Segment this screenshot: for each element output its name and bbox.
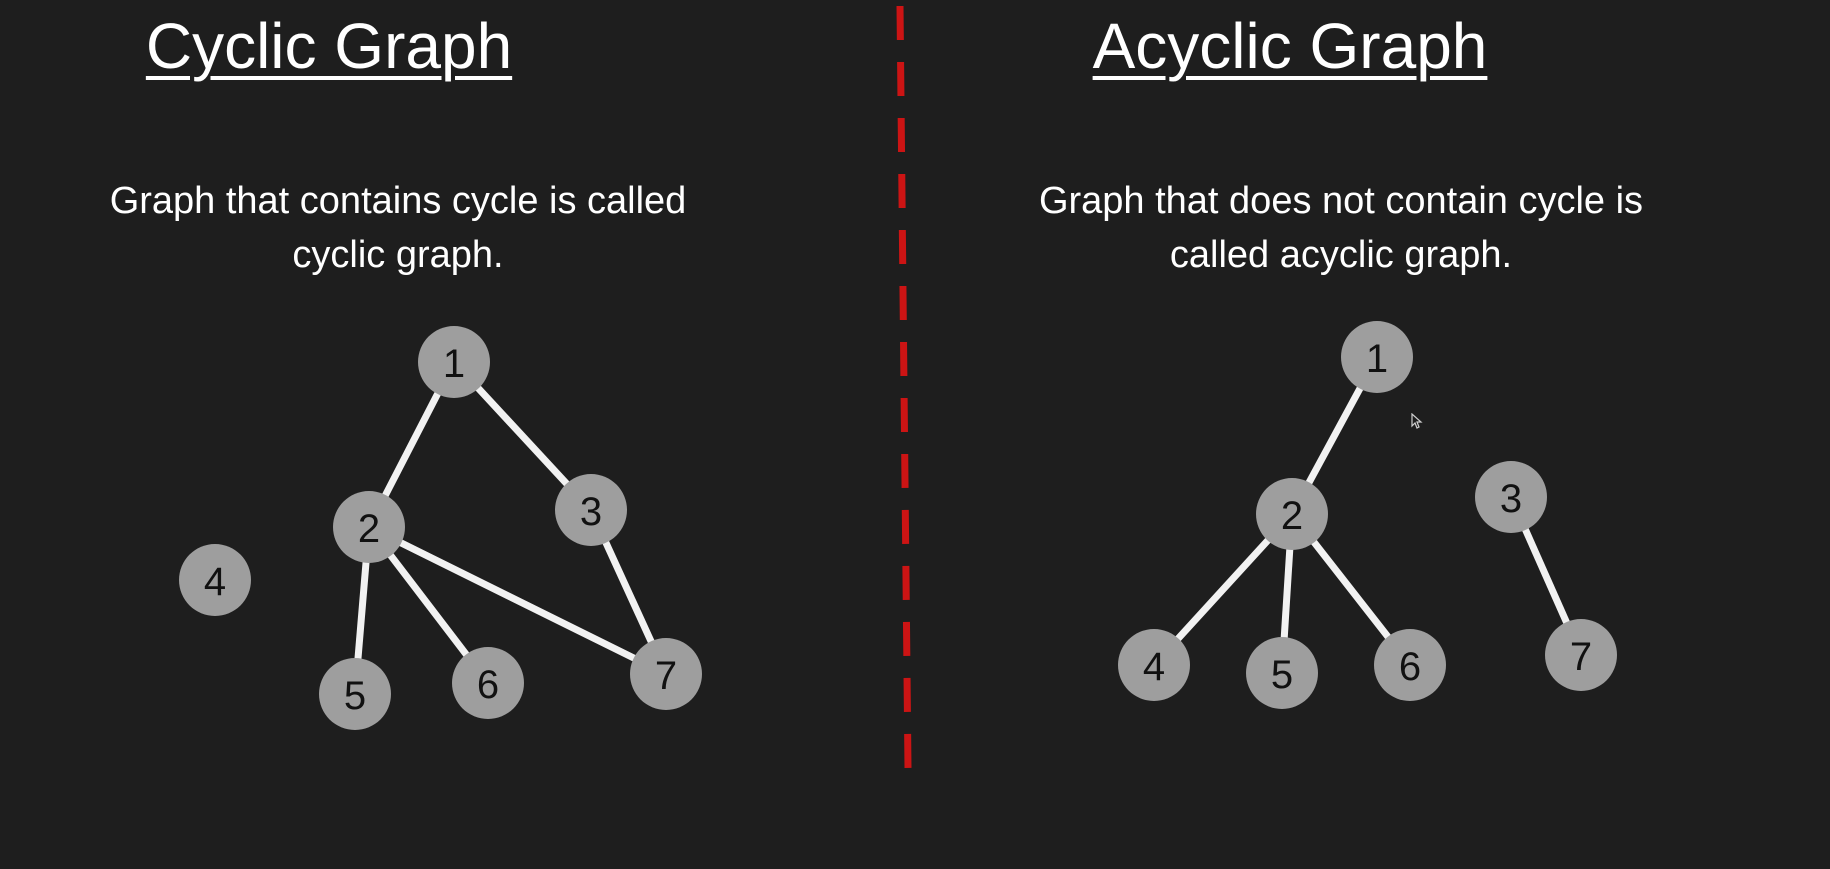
acyclic-node-label: 5 [1271, 653, 1293, 697]
acyclic-node-label: 1 [1366, 337, 1388, 381]
cyclic-graph: 1 2 3 4 5 6 7 [179, 326, 702, 730]
acyclic-graph-description: Graph that does not contain cycle is call… [961, 174, 1721, 282]
acyclic-node-circle [1374, 629, 1446, 701]
cyclic-description-line-2: cyclic graph. [292, 234, 504, 276]
acyclic-node-circle [1256, 478, 1328, 550]
cyclic-node-label: 2 [358, 507, 380, 551]
acyclic-node-label: 2 [1281, 494, 1303, 538]
acyclic-node-circle [1246, 637, 1318, 709]
panel-divider [896, 5, 912, 769]
cyclic-description-line-1: Graph that contains cycle is called [109, 180, 687, 222]
cyclic-node-label: 7 [655, 654, 677, 698]
mouse-cursor-icon [1411, 413, 1423, 429]
acyclic-node-circle [1475, 461, 1547, 533]
cyclic-node-circle [319, 658, 391, 730]
cyclic-node-circle [452, 647, 524, 719]
cyclic-node-label: 1 [443, 342, 465, 386]
cyclic-node-5: 5 [319, 658, 391, 730]
cyclic-node-4: 4 [179, 544, 251, 616]
cyclic-node-1: 1 [418, 326, 490, 398]
cyclic-node-label: 3 [580, 490, 602, 534]
cyclic-node-circle [555, 474, 627, 546]
acyclic-node-7: 7 [1545, 619, 1617, 691]
cyclic-node-circle [179, 544, 251, 616]
acyclic-node-circle [1341, 321, 1413, 393]
cyclic-node-label: 6 [477, 663, 499, 707]
acyclic-node-6: 6 [1374, 629, 1446, 701]
cyclic-node-circle [418, 326, 490, 398]
cyclic-node-7: 7 [630, 638, 702, 710]
acyclic-node-label: 3 [1500, 477, 1522, 521]
acyclic-node-circle [1118, 629, 1190, 701]
cyclic-graph-description: Graph that contains cycle is called cycli… [18, 174, 778, 282]
acyclic-graph: 1 2 3 4 5 6 7 [1118, 321, 1617, 709]
acyclic-node-label: 7 [1570, 635, 1592, 679]
cyclic-node-label: 4 [204, 560, 226, 604]
cyclic-graph-title: Cyclic Graph [145, 10, 513, 82]
cyclic-node-circle [333, 491, 405, 563]
acyclic-description-line-2: called acyclic graph. [1169, 234, 1513, 276]
acyclic-node-circle [1545, 619, 1617, 691]
cyclic-node-circle [630, 638, 702, 710]
acyclic-description-line-1: Graph that does not contain cycle is [1038, 180, 1644, 222]
cyclic-edge-2-7 [367, 523, 668, 678]
acyclic-node-2: 2 [1256, 478, 1328, 550]
acyclic-node-label: 6 [1399, 645, 1421, 689]
acyclic-node-1: 1 [1341, 321, 1413, 393]
acyclic-node-label: 4 [1143, 645, 1165, 689]
cyclic-node-label: 5 [344, 674, 366, 718]
cyclic-node-3: 3 [555, 474, 627, 546]
cyclic-node-6: 6 [452, 647, 524, 719]
acyclic-graph-title: Acyclic Graph [1092, 10, 1488, 82]
cyclic-node-2: 2 [333, 491, 405, 563]
acyclic-node-5: 5 [1246, 637, 1318, 709]
acyclic-node-4: 4 [1118, 629, 1190, 701]
acyclic-node-3: 3 [1475, 461, 1547, 533]
